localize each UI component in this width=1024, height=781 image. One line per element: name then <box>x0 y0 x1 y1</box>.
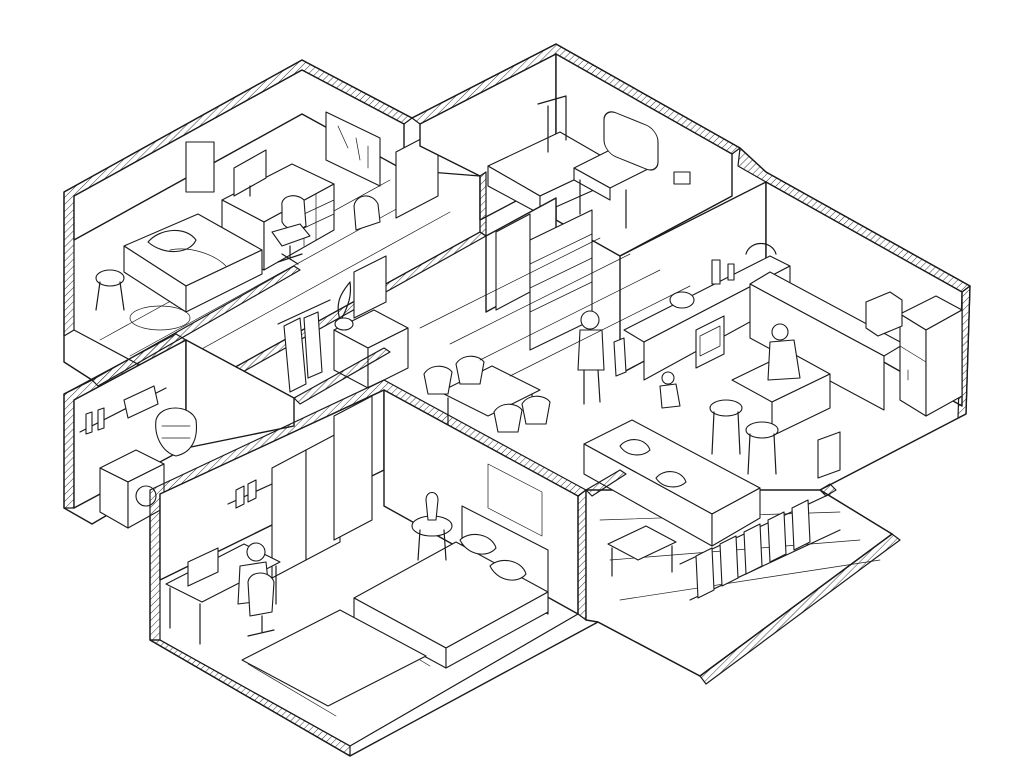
microwave <box>865 291 903 337</box>
laundry-shelf <box>79 385 167 435</box>
area-rug <box>241 609 431 717</box>
fruit-basket <box>745 242 777 255</box>
sofa <box>583 419 761 547</box>
room-master-bedroom <box>149 379 587 757</box>
bedside-table <box>411 491 453 561</box>
clothes-rack <box>679 493 841 601</box>
washing-machine <box>99 449 165 529</box>
bed-study <box>123 213 263 313</box>
room-kitchen <box>619 147 971 479</box>
room-study-bedroom <box>63 59 487 399</box>
potted-plant <box>334 281 354 331</box>
dining-chair-3 <box>493 403 523 433</box>
dining-chair-2 <box>455 355 485 385</box>
dining-chair-4 <box>521 395 551 425</box>
outlet <box>673 171 691 185</box>
kitchen-counter-side <box>749 271 905 411</box>
rug-study <box>129 305 191 331</box>
oven <box>695 315 725 369</box>
framed-picture <box>325 111 381 187</box>
person-standing <box>577 310 605 405</box>
bedside-stool <box>95 269 125 311</box>
person-cooking <box>767 323 801 381</box>
wardrobe <box>271 431 341 579</box>
umbrella-stand <box>613 337 627 377</box>
bedroom-door <box>333 395 373 541</box>
armchair-study <box>353 195 381 231</box>
laptop <box>187 547 219 587</box>
interior-walls <box>91 171 837 497</box>
bathroom-mirror <box>603 111 659 171</box>
office-chair <box>271 195 311 265</box>
coffee-table <box>607 525 677 577</box>
trash-bin <box>817 431 841 479</box>
dining-chair-1 <box>423 365 453 395</box>
bar-stool-2 <box>745 421 779 475</box>
dresser-mirror <box>353 255 387 319</box>
bottles <box>711 259 735 285</box>
coat-rack <box>277 299 331 393</box>
bar-stool-1 <box>709 399 743 455</box>
monitor <box>233 149 267 197</box>
room-bathroom <box>411 43 741 257</box>
desk-chair <box>247 572 275 637</box>
child-playing <box>659 371 681 409</box>
laundry-basket <box>155 407 198 457</box>
double-bed <box>353 533 549 669</box>
wall-poster <box>185 141 215 193</box>
refrigerator <box>899 295 963 417</box>
kettle <box>669 291 695 309</box>
room-living <box>583 419 901 685</box>
wall-shelf <box>227 479 273 509</box>
room-laundry <box>63 333 295 529</box>
wall-tv <box>487 463 543 537</box>
